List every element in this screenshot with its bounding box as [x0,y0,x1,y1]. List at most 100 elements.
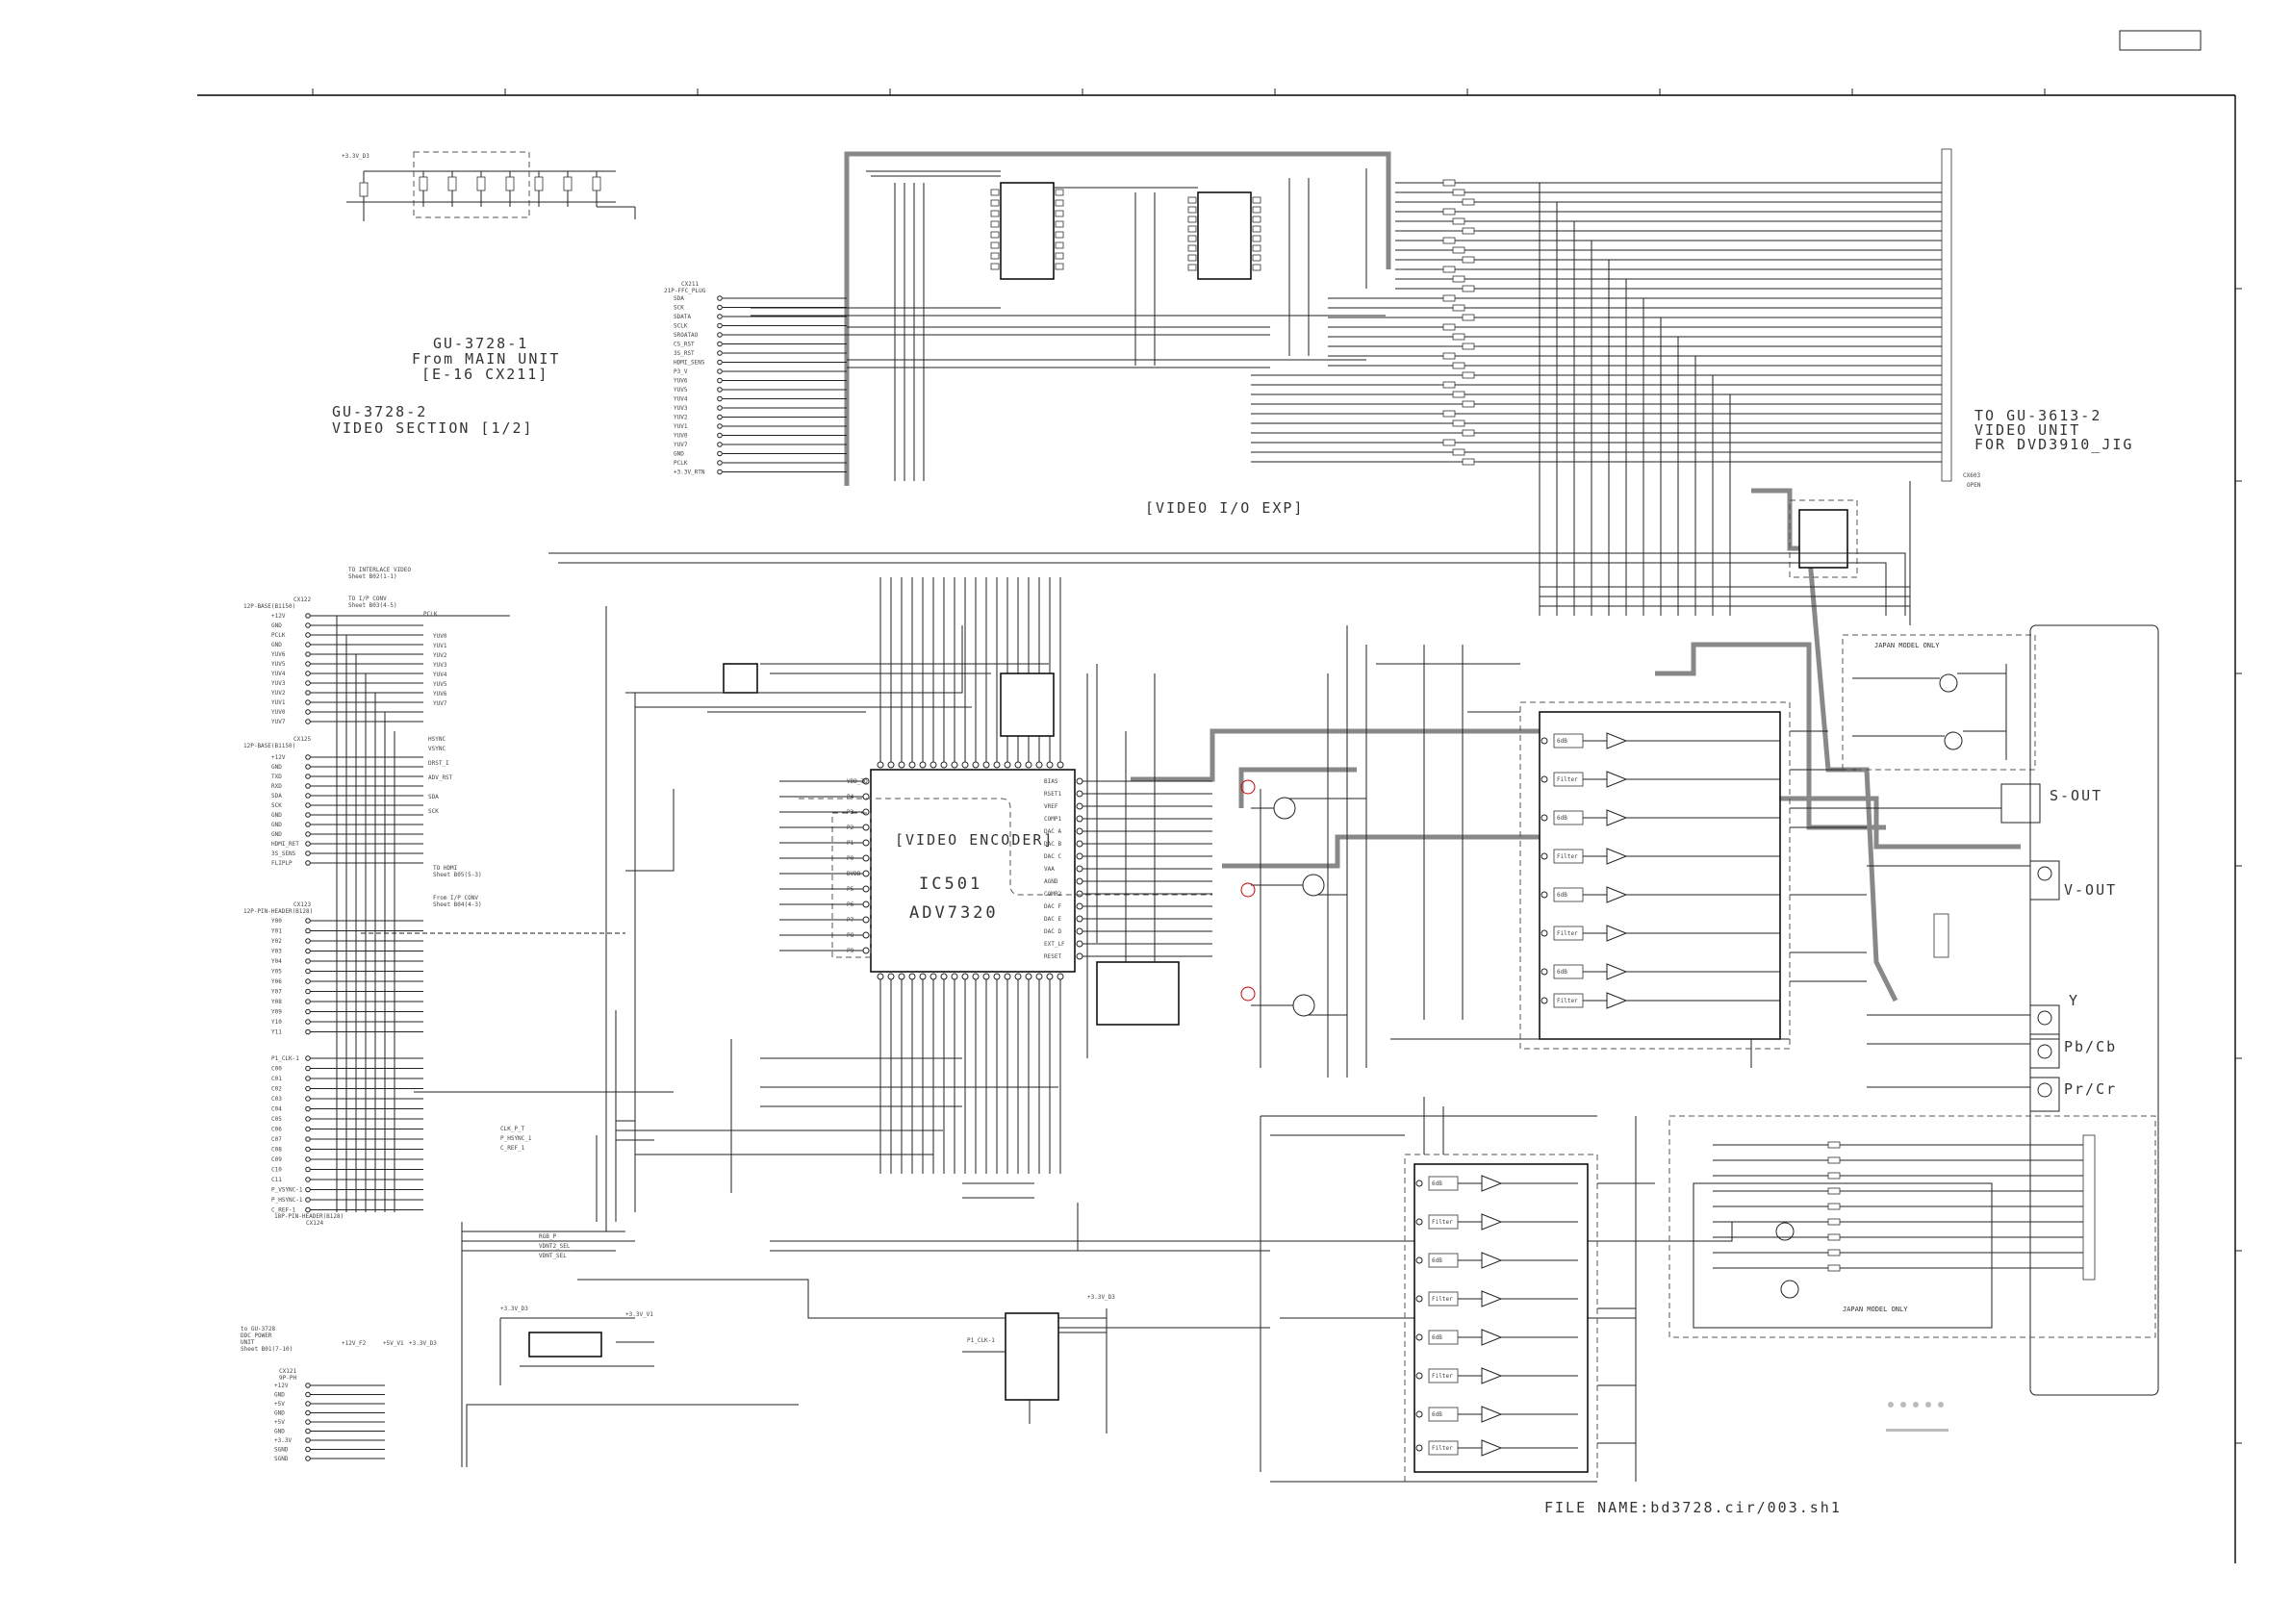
cx211-pin-label: YUV6 [674,378,688,385]
ladder-resistor [1462,400,1475,408]
cx125-pin [305,822,311,827]
power-label: +3.3V_D3 [500,1306,528,1312]
japan-resistor [1827,1218,1841,1226]
encoder-pin-right: DAC D [1044,928,1061,935]
filter-stage-label: Filter [1432,1373,1453,1380]
cx211-pin-label: HDMI_SENS [674,360,705,367]
cx123-pin [305,1019,311,1025]
cx121-pin [305,1428,311,1434]
note-main-4: Sheet B01(7-10) [241,1346,293,1353]
cx211-pin-label: PCLK [674,460,688,467]
transistor-stages [1240,625,1367,1078]
encoder-highlight-path [799,798,1212,896]
ladder-resistor [1452,419,1465,427]
encoder-pin [1076,802,1083,810]
cx124-pin-label: C10 [271,1167,282,1174]
filter-pin [1541,852,1548,860]
filter-pin [1541,968,1548,976]
japan-model-bottom: JAPAN MODEL ONLY [1668,1115,2156,1338]
net-label: ADV_RST [428,774,453,781]
ladder-resistor [1442,294,1456,302]
encoder-pin-bottom [887,973,895,980]
ladder-resistor [1452,304,1465,312]
encoder-pin-bottom [908,973,916,980]
encoder-pin-top [1014,761,1022,769]
cx211-pin-label: SROATAO [674,332,699,339]
note-main-3: UNIT [241,1339,255,1346]
output-pb-cb: Pb/Cb [2064,1038,2117,1055]
filter-pin [1541,997,1548,1004]
encoder-part: ADV7320 [909,903,999,923]
note-interlace-2: Sheet B02(1-1) [348,573,397,580]
cx123-pin [305,948,311,954]
filter-stage-label: Filter [1432,1445,1453,1452]
cx122-pin [305,622,311,628]
cx125-pin [305,841,311,847]
cx124-type: 18P-PIN-HEADER(B128) [274,1213,344,1220]
encoder-pin [1076,927,1083,935]
encoder-pin-bottom [951,973,958,980]
net-label: YUV6 [433,691,447,698]
encoder-support [707,663,1180,1193]
encoder-pin-bottom [982,973,990,980]
net-label: SCK [428,808,439,815]
encoder-pin [862,808,870,816]
net-label: YUV1 [433,643,447,649]
io-pin [1252,196,1261,204]
io-pin [1055,241,1064,249]
note-main-1: to GU-3728 [241,1326,276,1332]
cx125-pin-label: SDA [271,793,282,799]
sw-block [1540,481,1911,625]
cx123-pin-label: Y04 [271,958,282,965]
cx123-pin [305,978,311,984]
filter-stage-label: 6dB [1432,1180,1442,1187]
io-pin [1252,216,1261,223]
cx603-ref: CX603 [1963,472,1980,479]
cx122-pin [305,680,311,686]
ic501-video-encoder: VDD_IOP4P3P2P1P0DVDDP5P6P7P8P9BIASRSET1V… [779,577,1212,1174]
cx122-pin-label: GND [271,622,282,629]
cx124-pin [305,1146,311,1153]
filter-pin [1415,1372,1423,1380]
cx124-pin [305,1116,311,1122]
cx125-pin [305,764,311,770]
cx124-pin [305,1177,311,1182]
io-pin [990,220,1000,228]
cx124-pin-label: P_HSYNC-1 [271,1197,303,1204]
encoder-pin-right: DAC E [1044,916,1061,923]
cx122-pin [305,632,311,638]
video-io-block [751,168,1386,481]
resistor-network-top [346,151,636,221]
output-jacks: S-OUT V-OUT Y Pb/Cb Pr/Cr [1790,783,2117,1112]
io-pin [1187,206,1197,214]
net-label: YUV7 [433,700,447,707]
cx123-pin-label: Y09 [271,1009,282,1016]
io-pin [1252,264,1261,271]
cx123-pin [305,1008,311,1015]
ladder-resistor [1462,458,1475,466]
cx123-pin-label: Y03 [271,949,282,955]
io-pin [990,189,1000,196]
power-label: +3.3V_D3 [1087,1294,1115,1301]
cx123-pin-label: Y08 [271,999,282,1005]
encoder-pin [862,947,870,954]
power-label: +5V_V1 [383,1340,404,1347]
cx211-pin [717,405,723,411]
cx123-pin-label: Y02 [271,938,282,945]
cx124-pin-label: C_REF-1 [271,1207,296,1214]
title-for-dvd3910: FOR DVD3910_JIG [1974,436,2133,453]
cx121-pin-label: +3.3V [274,1437,292,1444]
cx211-pin-label: SDA [674,295,684,302]
encoder-pin-right: COMP2 [1044,891,1061,898]
cx211-pin-label: SDATA [674,314,691,320]
encoder-pin [862,916,870,924]
note-interlace-1: TO INTERLACE VIDEO [348,567,411,573]
io-pin [1055,220,1064,228]
io-pin [990,199,1000,207]
cx125-pin [305,831,311,837]
cx122-pin [305,613,311,619]
middle-net-labels: PCLKYUV0YUV1YUV2YUV3YUV4YUV5YUV6YUV7HSYN… [423,611,995,1344]
net-label: RGB_P [539,1233,556,1240]
cx122-pin-label: GND [271,642,282,648]
